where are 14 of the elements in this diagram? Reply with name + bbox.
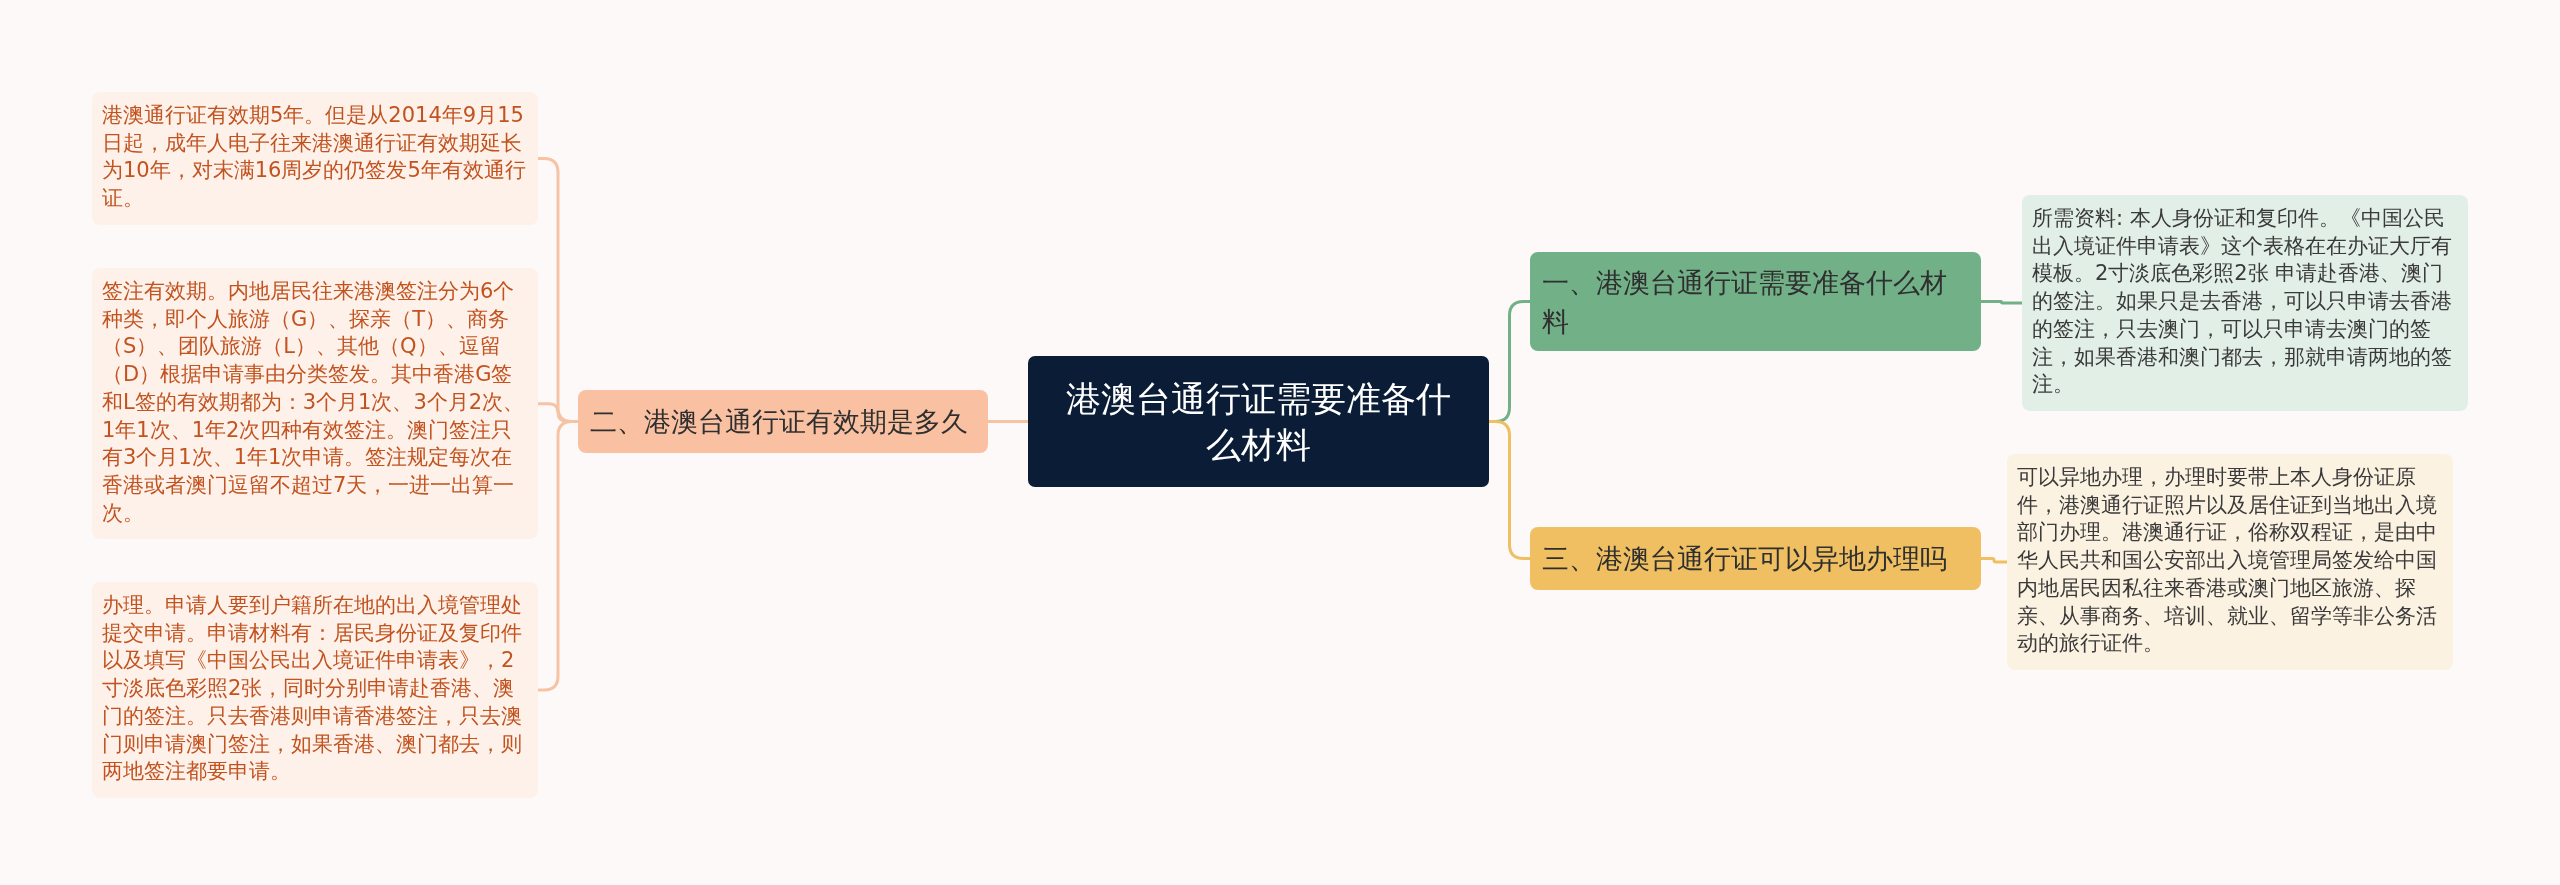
connector-line <box>538 420 578 692</box>
note-box: 可以异地办理，办理时要带上本人身份证原件，港澳通行证照片以及居住证到当地出入境部门办理。港澳通行证，俗称双程证，是由中华人民共和国公安部出入境管理局签发给中国内地居民因私往来香港或澳门地区旅游、探亲、从事商务、培训、就业、留学等非公务活动的旅行证件。 <box>2007 454 2453 670</box>
topic-box: 二、港澳台通行证有效期是多久 <box>578 390 988 453</box>
topic-box: 三、港澳台通行证可以异地办理吗 <box>1530 527 1981 590</box>
note-box: 所需资料: 本人身份证和复印件。《中国公民出入境证件申请表》这个表格在在办证大厅有模板。2寸淡底色彩照2张 申请赴香港、澳门的签注。如果只是去香港，可以只申请去香港的签注，只去澳门，可以只申请去澳门的签注，如果香港和澳门都去，那就申请两地的签注。 <box>2022 195 2468 411</box>
connector-line <box>1981 557 2007 564</box>
note-box: 签注有效期。内地居民往来港澳签注分为6个种类，即个人旅游（G）、探亲（T）、商务（S）、团队旅游（L）、其他（Q）、逗留（D）根据申请事由分类签发。其中香港G签和L签的有效期都为：3个月1次、3个月2次、1年1次、1年2次四种有效签注。澳门签注只有3个月1次、1年1次申请。签注规定每次在香港或者澳门逗留不超过7天，一进一出算一次。 <box>92 268 538 540</box>
note-box: 港澳通行证有效期5年。但是从2014年9月15日起，成年人电子往来港澳通行证有效期延长为10年，对末满16周岁的仍签发5年有效通行证。 <box>92 92 538 225</box>
central-topic-box: 港澳台通行证需要准备什么材料 <box>1028 356 1489 487</box>
connector-line <box>1489 420 1530 560</box>
connector-line <box>1981 300 2022 305</box>
note-box: 办理。申请人要到户籍所在地的出入境管理处提交申请。申请材料有：居民身份证及复印件以及填写《中国公民出入境证件申请表》，2寸淡底色彩照2张，同时分别申请赴香港、澳门的签注。只去香港则申请香港签注，只去澳门则申请澳门签注，如果香港、澳门都去，则两地签注都要申请。 <box>92 582 538 798</box>
connector-line <box>988 420 1028 423</box>
topic-box: 一、港澳台通行证需要准备什么材料 <box>1530 252 1981 351</box>
